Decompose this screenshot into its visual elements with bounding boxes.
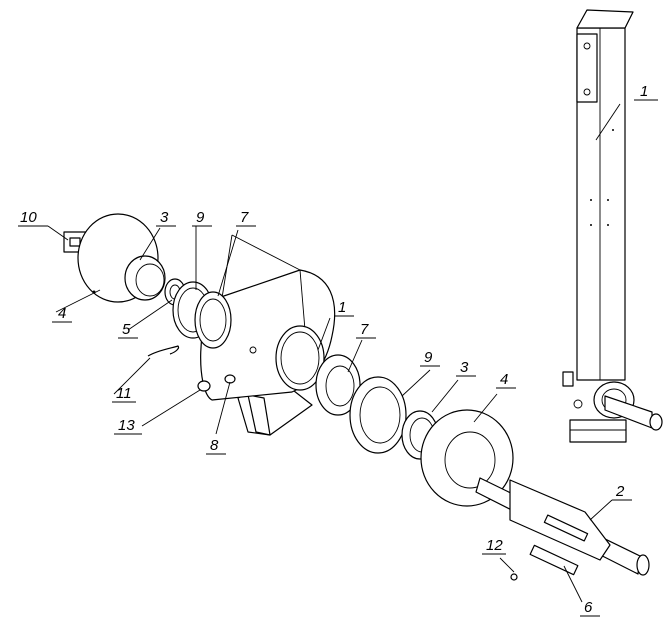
screw: [510, 573, 518, 581]
shaft: [475, 477, 650, 576]
callout-1-post: 1: [640, 83, 648, 100]
main-housing: [200, 234, 336, 436]
leader-lines: [47, 103, 621, 603]
callout-3-right: 3: [460, 359, 469, 376]
callout-5: 5: [122, 321, 131, 338]
callout-3-left: 3: [160, 209, 169, 226]
left-spacer-ring: [124, 255, 166, 301]
vertical-post: [562, 9, 663, 443]
bolt: [197, 380, 211, 392]
snap-clip: [147, 345, 180, 357]
callout-7-right: 7: [360, 321, 369, 338]
callout-underlines: [18, 99, 658, 617]
callout-1-housing: 1: [338, 299, 346, 316]
callout-4-right: 4: [500, 371, 508, 388]
callout-9-right: 9: [424, 349, 433, 366]
callout-labels: 10 4 3 5 9 7 11 13 8 1 1 7 9 3 4 2 12 6: [20, 83, 648, 616]
callout-12: 12: [486, 537, 503, 554]
callout-4-left: 4: [58, 305, 66, 322]
callout-9-left: 9: [196, 209, 205, 226]
callout-7-left: 7: [240, 209, 249, 226]
left-bearing: [194, 291, 232, 349]
callout-11: 11: [116, 385, 132, 402]
callout-6: 6: [584, 599, 593, 616]
callout-8: 8: [210, 437, 219, 454]
right-seal: [349, 376, 407, 454]
key: [529, 544, 579, 576]
pin: [224, 374, 236, 384]
right-flange-disc: [420, 409, 514, 507]
callout-2: 2: [615, 483, 625, 500]
callout-10: 10: [20, 209, 37, 226]
callout-13: 13: [118, 417, 135, 434]
